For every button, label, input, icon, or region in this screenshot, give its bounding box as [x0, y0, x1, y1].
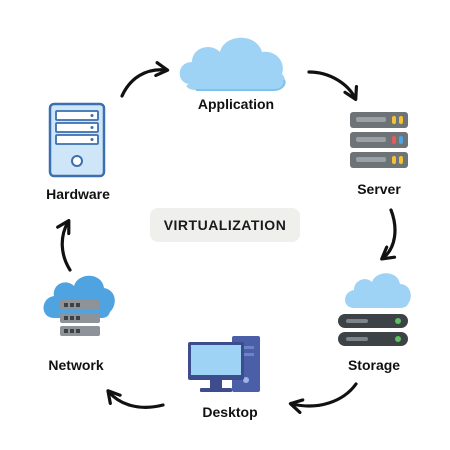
computer-tower-icon [48, 102, 106, 178]
desktop-computer-icon [188, 336, 260, 392]
label-network: Network [48, 357, 104, 373]
center-badge: VIRTUALIZATION [150, 208, 300, 242]
arrow-storage-to-desktop [288, 382, 358, 414]
arrow-desktop-to-network [106, 389, 165, 409]
server-rack-icon [350, 112, 408, 168]
arrow-network-to-hardware [56, 219, 72, 272]
cloud-icon [179, 37, 286, 91]
label-storage: Storage [347, 357, 401, 373]
arrow-application-to-server [307, 70, 359, 102]
center-title: VIRTUALIZATION [163, 217, 287, 233]
cloud-storage-icon [338, 273, 411, 346]
label-server: Server [357, 181, 401, 197]
label-desktop: Desktop [202, 404, 258, 420]
arrow-server-to-storage [380, 208, 397, 261]
cloud-network-icon [43, 275, 115, 336]
label-application: Application [197, 96, 275, 112]
label-hardware: Hardware [46, 186, 110, 202]
arrow-hardware-to-application [120, 61, 170, 98]
